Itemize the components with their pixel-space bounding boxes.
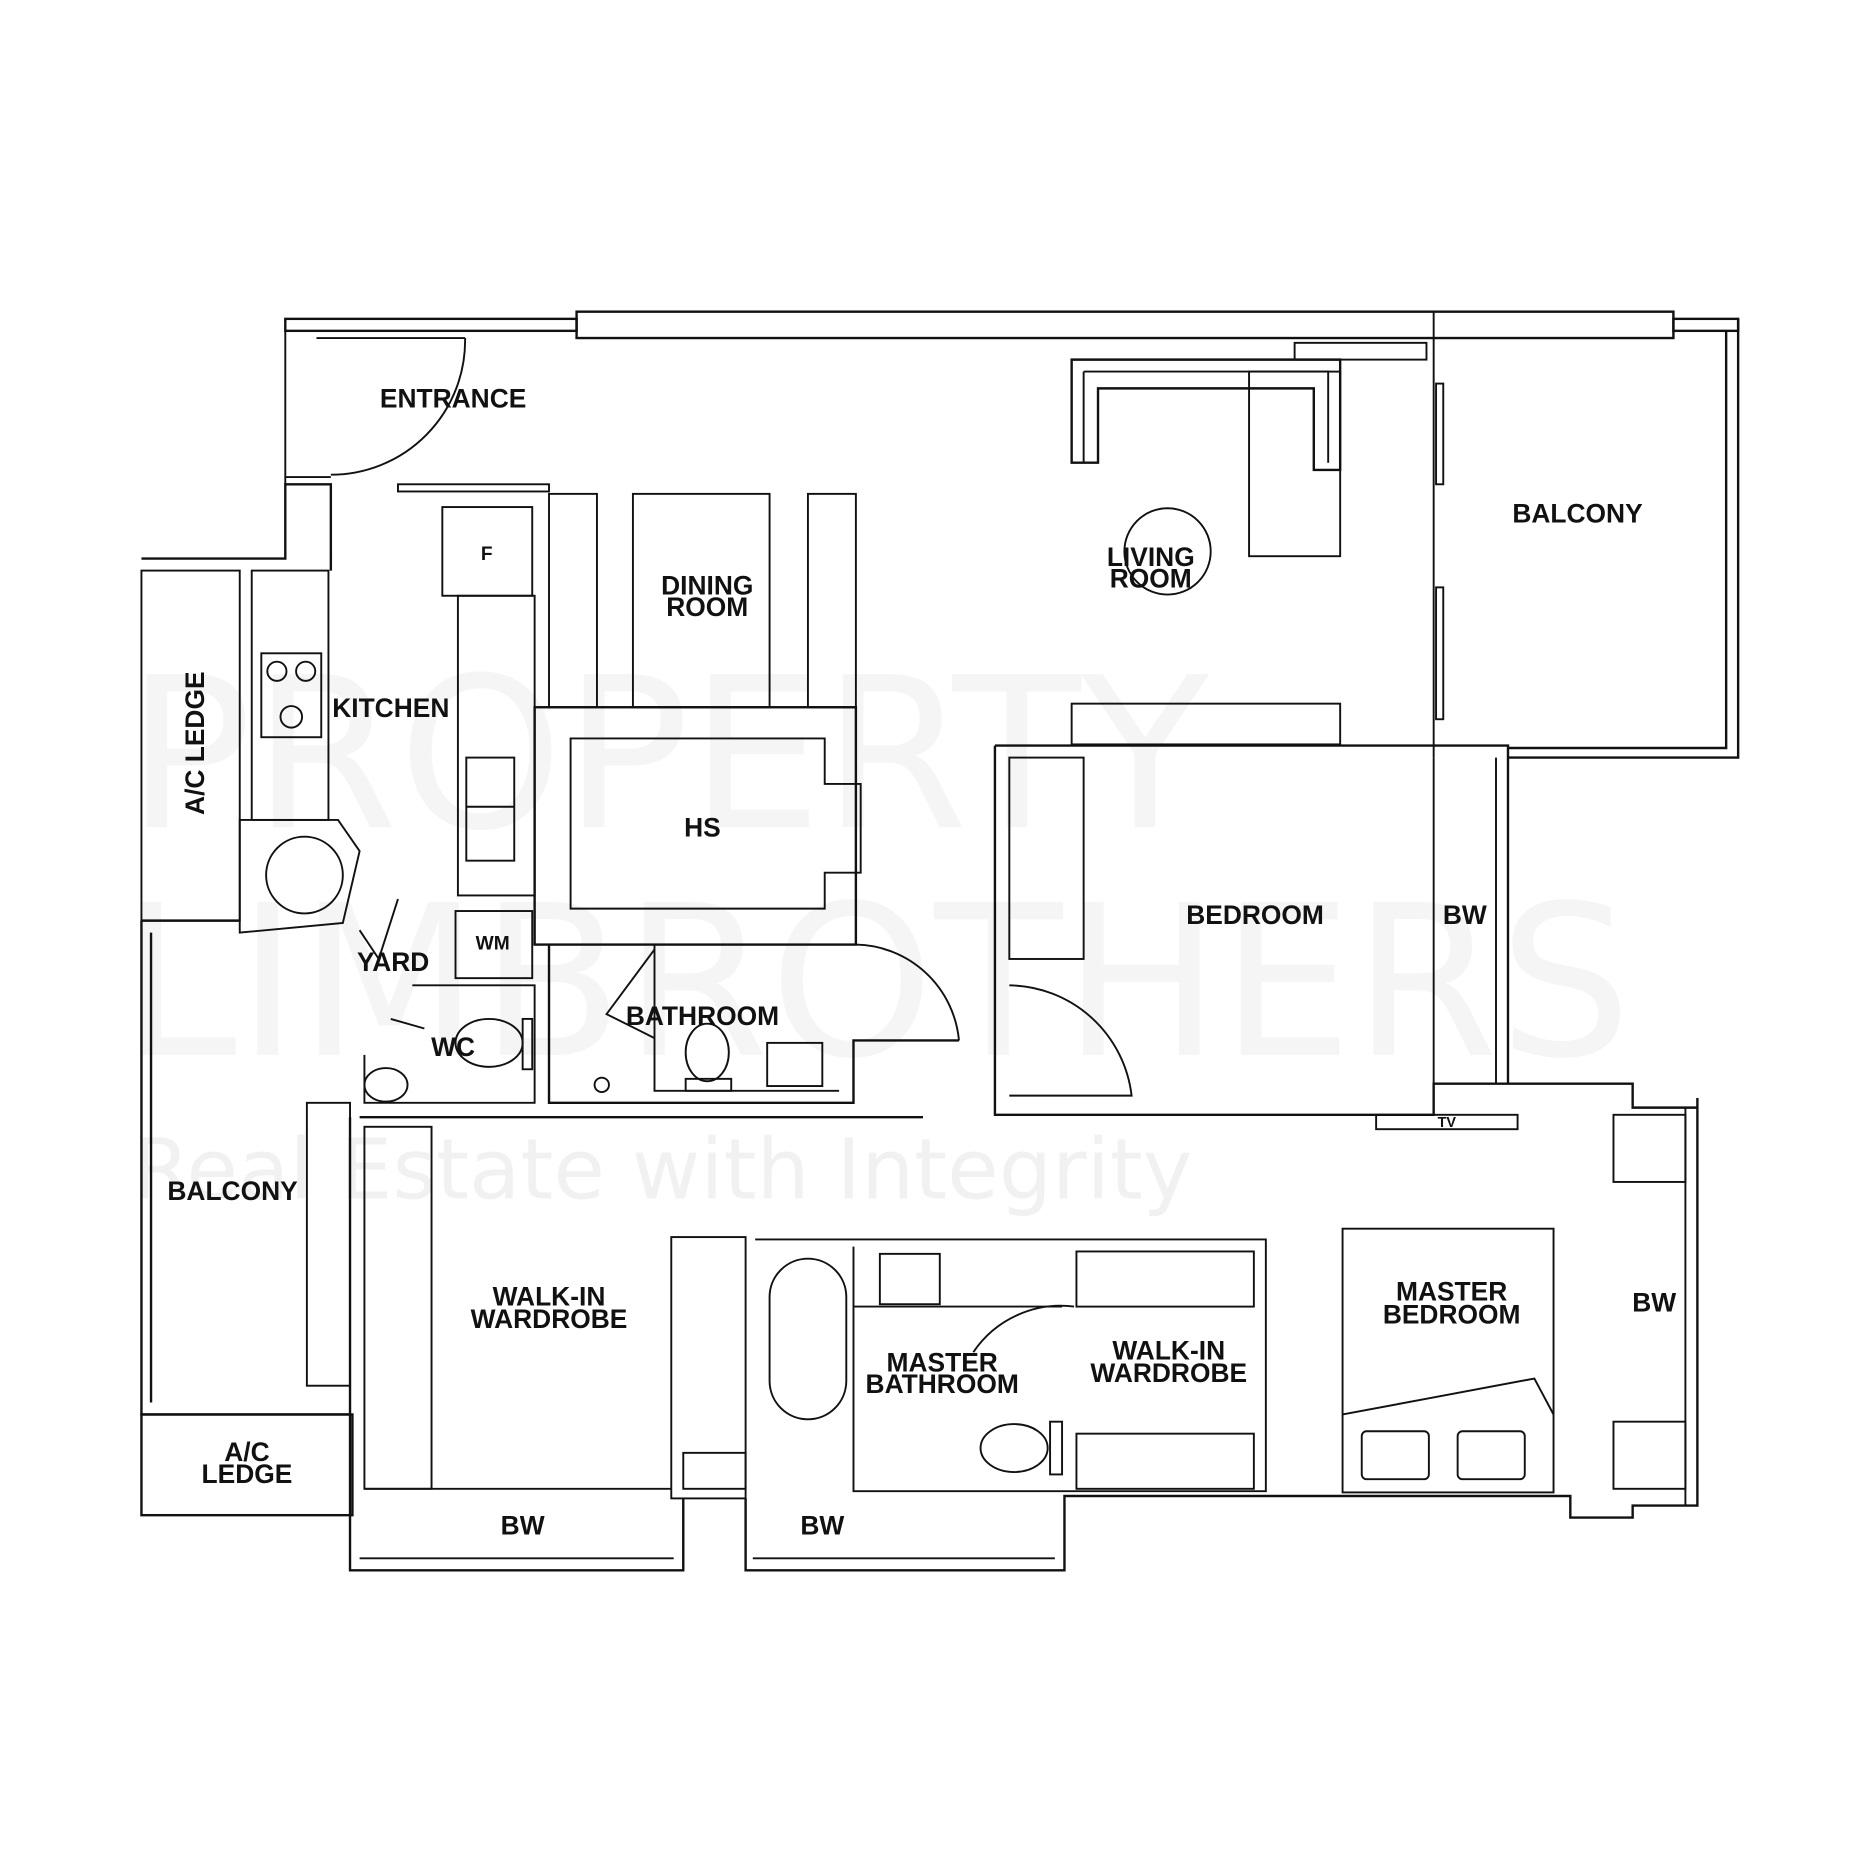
label-bw-bath: BW [800, 1510, 844, 1540]
label-walkin-2b: WARDROBE [1090, 1358, 1247, 1388]
label-master-bath-2: BATHROOM [866, 1369, 1019, 1399]
watermark-line2: LIMBROTHERS [120, 861, 1632, 1105]
label-wc: WC [431, 1032, 475, 1062]
watermark: PROPERTY LIMBROTHERS Real Estate with In… [120, 861, 1632, 1219]
label-bw-bedroom: BW [1443, 900, 1487, 930]
label-master-bed-1: MASTER [1396, 1277, 1507, 1307]
label-bedroom: BEDROOM [1186, 900, 1324, 930]
label-bw-master: BW [1632, 1287, 1676, 1317]
label-master-bed-2: BEDROOM [1383, 1299, 1521, 1329]
label-walkin-2a: WALK-IN [1112, 1335, 1225, 1365]
label-wm: WM [476, 933, 510, 954]
room-labels: ENTRANCE LIVING ROOM BALCONY DINING ROOM… [167, 384, 1676, 1541]
walls [140, 310, 1740, 1572]
label-living-room-2: ROOM [1110, 563, 1192, 593]
label-bathroom: BATHROOM [626, 1001, 779, 1031]
label-hs: HS [684, 813, 721, 843]
label-ac-ledge-1: A/C [224, 1437, 269, 1467]
label-ac-ledge-2: LEDGE [202, 1459, 293, 1489]
label-entrance: ENTRANCE [380, 384, 526, 414]
watermark-tagline: Real Estate with Integrity [132, 1121, 1193, 1219]
label-ac-ledge-vertical: A/C LEDGE [180, 671, 210, 815]
label-fridge: F [481, 544, 493, 565]
label-balcony-main: BALCONY [1512, 499, 1643, 529]
label-dining-2: ROOM [666, 592, 748, 622]
label-balcony-side: BALCONY [167, 1176, 298, 1206]
label-bw-walkin: BW [501, 1510, 545, 1540]
label-dining-1: DINING [661, 571, 753, 601]
label-yard: YARD [357, 947, 429, 977]
label-living-room-1: LIVING [1107, 542, 1195, 572]
label-walkin-1b: WARDROBE [471, 1304, 628, 1334]
label-master-bath-1: MASTER [887, 1347, 998, 1377]
label-kitchen: KITCHEN [332, 693, 449, 723]
label-tv: TV [1438, 1115, 1457, 1131]
label-walkin-1a: WALK-IN [493, 1281, 606, 1311]
